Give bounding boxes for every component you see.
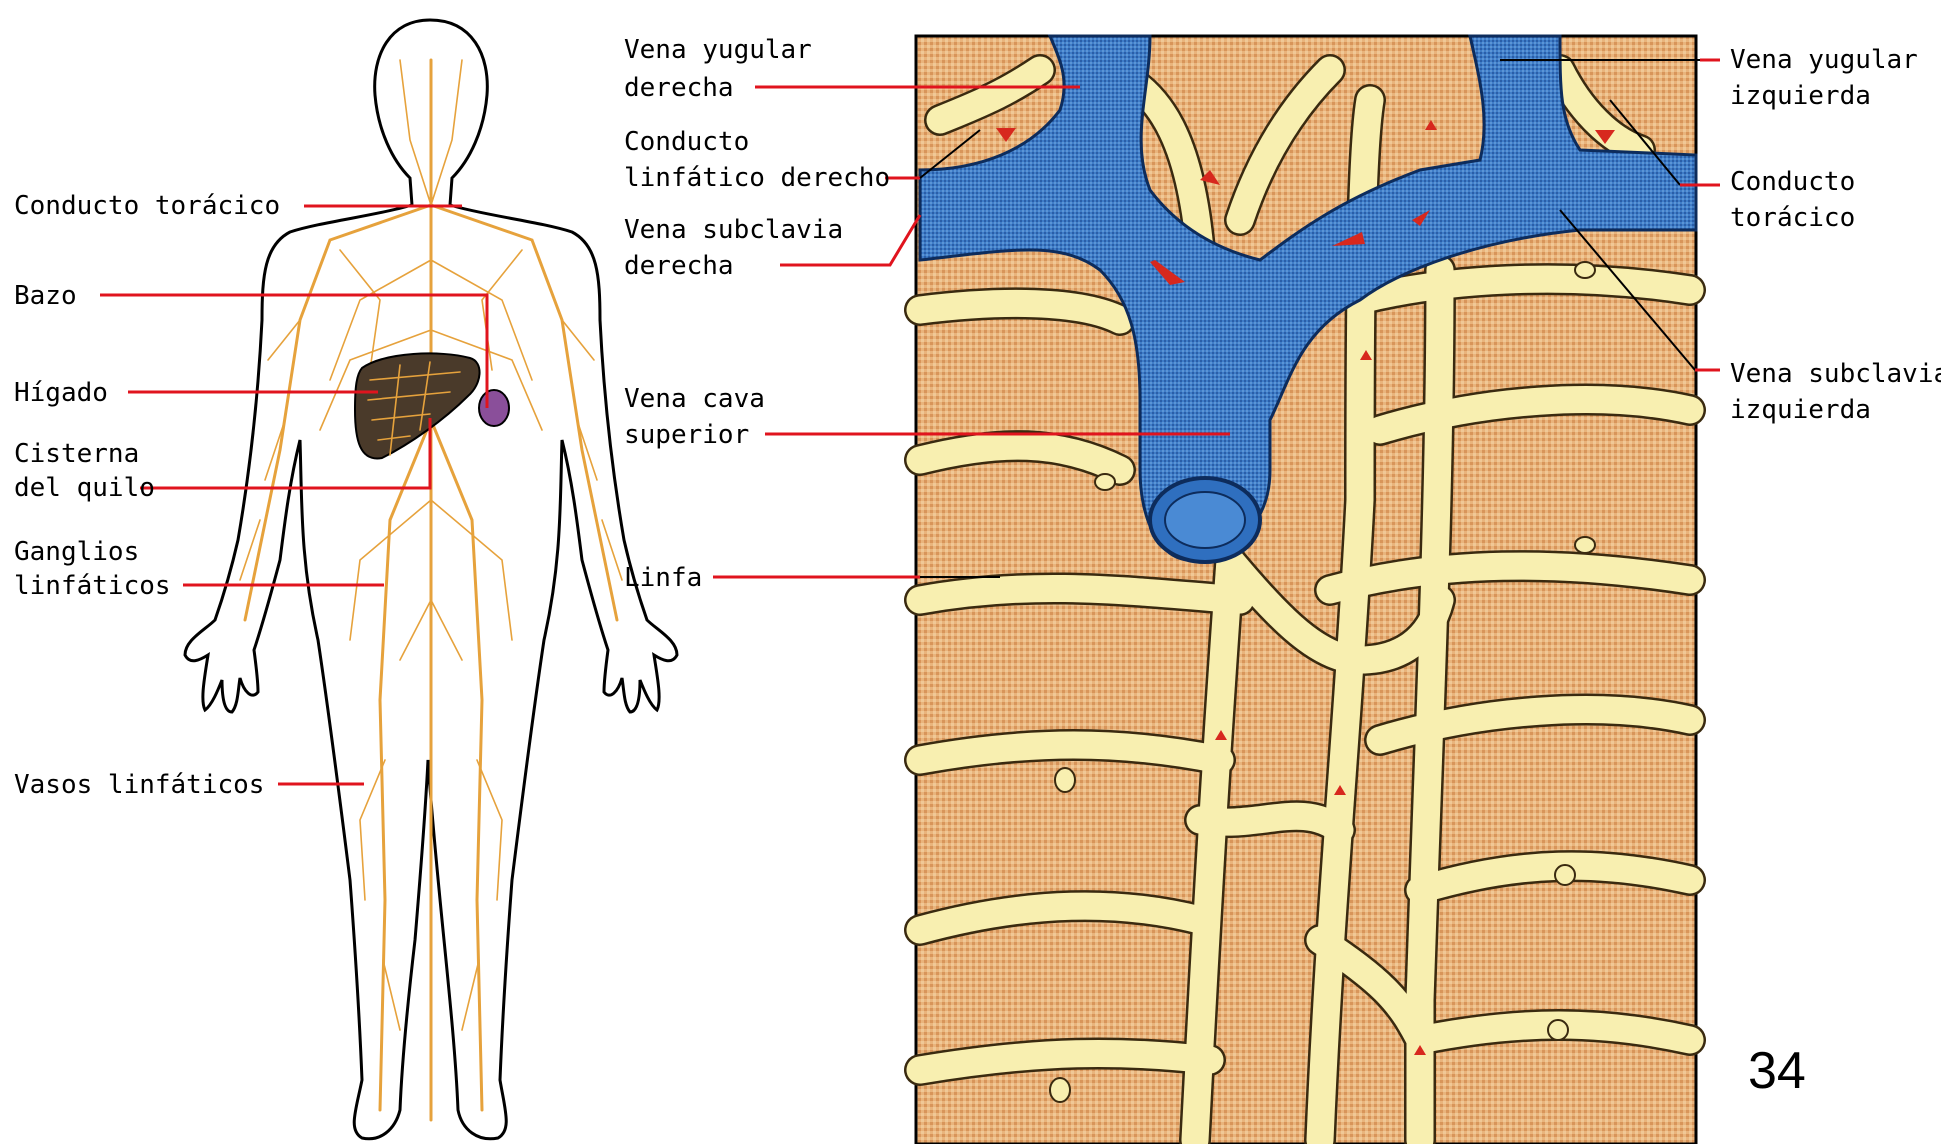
label-vena-subclavia-izquierda-line2: izquierda <box>1730 395 1871 425</box>
label-conducto-toracico-right-line2: torácico <box>1730 203 1855 233</box>
label-vena-yugular-derecha-line1: Vena yugular <box>624 35 812 65</box>
label-vena-yugular-derecha-line2: derecha <box>624 73 734 103</box>
thoracic-detail-panel <box>916 36 1696 1144</box>
lymphatic-network <box>240 60 622 1120</box>
page-number: 34 <box>1748 1042 1806 1100</box>
label-cisterna-line1: Cisterna <box>14 439 139 469</box>
label-vena-subclavia-izquierda-line1: Vena subclavia <box>1730 359 1941 389</box>
middle-labels: Vena yugular derecha Conducto linfático … <box>624 35 890 593</box>
spleen <box>479 390 509 426</box>
label-conducto-linfatico-derecho-line1: Conducto <box>624 127 749 157</box>
label-vena-yugular-izquierda-line2: izquierda <box>1730 81 1871 111</box>
label-bazo: Bazo <box>14 281 77 311</box>
human-body-figure <box>185 20 677 1139</box>
label-vena-cava-superior-line2: superior <box>624 420 749 450</box>
label-vena-subclavia-derecha-line1: Vena subclavia <box>624 215 843 245</box>
right-labels: Vena yugular izquierda Conducto torácico… <box>1730 45 1941 425</box>
label-ganglios-line1: Ganglios <box>14 537 139 567</box>
label-vena-subclavia-derecha-line2: derecha <box>624 251 734 281</box>
label-conducto-toracico-right-line1: Conducto <box>1730 167 1855 197</box>
label-vasos-linfaticos: Vasos linfáticos <box>14 770 264 800</box>
label-conducto-toracico: Conducto torácico <box>14 191 280 221</box>
vena-cava-lumen <box>1165 492 1245 548</box>
label-higado: Hígado <box>14 378 108 408</box>
label-linfa: Linfa <box>624 563 702 593</box>
label-vena-cava-superior-line1: Vena cava <box>624 384 765 414</box>
label-conducto-linfatico-derecho-line2: linfático derecho <box>624 163 890 193</box>
label-vena-yugular-izquierda-line1: Vena yugular <box>1730 45 1918 75</box>
left-labels: Conducto torácico Bazo Hígado Cisterna d… <box>14 191 280 800</box>
label-cisterna-line2: del quilo <box>14 473 155 503</box>
label-ganglios-line2: linfáticos <box>14 571 171 601</box>
